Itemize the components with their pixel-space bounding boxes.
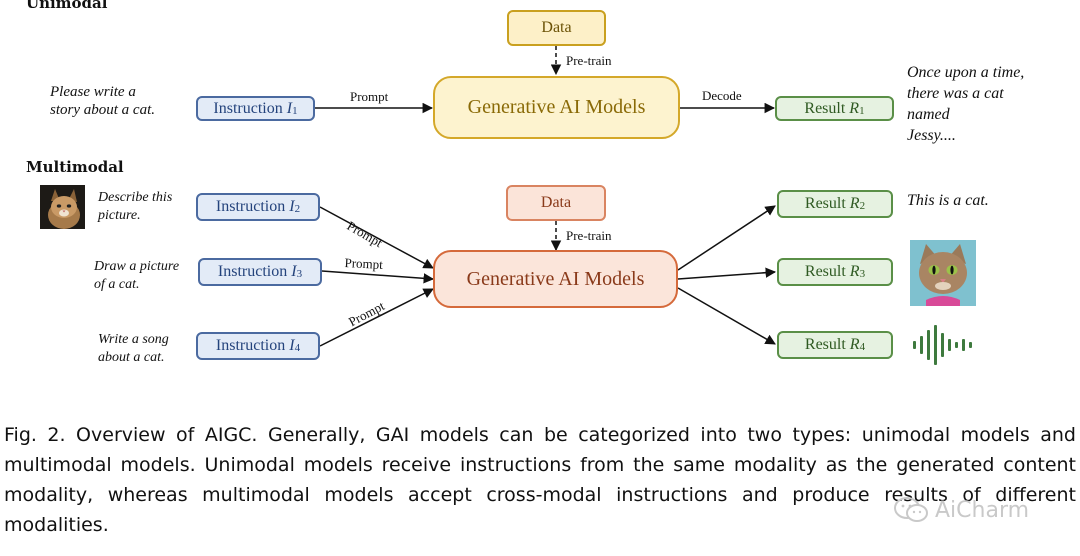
instruction-i4-var: I — [289, 337, 295, 354]
output-arrow-r4 — [677, 287, 776, 345]
result-r3-var: R — [849, 263, 860, 280]
prompt-arrow-i2 — [319, 206, 434, 269]
result-r1-sub: 1 — [859, 104, 865, 117]
unimodal-output-text: Once upon a time, there was a cat named … — [907, 62, 1024, 146]
multimodal-data-label: Data — [540, 194, 572, 211]
input-note-i2-line-2: picture. — [98, 208, 141, 223]
unimodal-user-line-1: Please write a — [50, 84, 136, 100]
instruction-i2-text: Instruction — [215, 198, 290, 215]
output-arrow-r2 — [677, 205, 776, 271]
unimodal-user-line-2: story about a cat. — [50, 102, 155, 118]
watermark-text: AiCharm — [935, 497, 1030, 523]
instruction-i3-var: I — [291, 263, 297, 280]
instruction-i1-sub: 1 — [292, 104, 298, 117]
generated-cat-image — [910, 240, 976, 306]
figure-caption: Fig. 2. Overview of AIGC. Generally, GAI… — [4, 424, 1076, 536]
unimodal-model-label: Generative AI Models — [467, 96, 646, 118]
unimodal-pretrain-label: Pre-train — [566, 53, 612, 68]
instruction-i3-text: Instruction — [217, 263, 292, 280]
cat-photo-image — [40, 185, 85, 229]
output-line-1: Once upon a time, — [907, 64, 1025, 81]
input-note-i3-line-2: of a cat. — [94, 277, 140, 292]
result-r2-sub: 2 — [859, 200, 866, 212]
instruction-i1-text: Instruction — [213, 99, 287, 117]
audio-waveform-icon — [913, 325, 972, 365]
result-r2-text: Result — [804, 195, 850, 212]
multimodal-title: Multimodal — [26, 158, 124, 176]
output-line-2: there was a cat — [907, 85, 1004, 102]
input-note-i4: Write a song about a cat. — [98, 331, 169, 367]
unimodal-user-text: Please write a story about a cat. — [50, 83, 155, 119]
prompt-arrow-i4 — [319, 288, 434, 347]
result-r1-var: R — [849, 99, 860, 117]
instruction-i2-var: I — [289, 198, 295, 215]
result-r2-var: R — [849, 195, 860, 212]
unimodal-data-label: Data — [541, 19, 572, 36]
wechat-icon — [894, 497, 928, 522]
output-arrow-r3 — [677, 267, 777, 280]
instruction-i2-sub: 2 — [294, 203, 301, 215]
input-note-i3-line-1: Draw a picture — [94, 259, 180, 274]
multimodal-pretrain-label: Pre-train — [566, 228, 612, 243]
multimodal-model-box: Generative AI Models — [433, 250, 678, 308]
result-r2-output-text: This is a cat. — [907, 192, 989, 209]
instruction-i4-text: Instruction — [215, 337, 290, 354]
prompt-arrow-i3 — [321, 270, 435, 284]
unimodal-data-box: Data — [507, 10, 606, 46]
input-note-i2-line-1: Describe this — [98, 190, 173, 205]
input-note-i4-line-2: about a cat. — [98, 350, 165, 365]
input-note-i2: Describe this picture. — [98, 189, 172, 225]
instruction-i4-sub: 4 — [294, 342, 301, 354]
result-r3-text: Result — [804, 263, 850, 280]
result-r3-sub: 3 — [859, 268, 866, 280]
multimodal-data-box: Data — [506, 185, 606, 221]
input-note-i4-line-1: Write a song — [98, 332, 169, 347]
input-note-i3: Draw a picture of a cat. — [94, 258, 179, 294]
unimodal-model-box: Generative AI Models — [433, 76, 680, 139]
result-r1-text: Result — [804, 99, 850, 117]
output-line-3: named — [907, 106, 950, 123]
watermark: AiCharm — [893, 496, 1029, 524]
instruction-i1-var: I — [286, 99, 293, 117]
result-r4-var: R — [849, 336, 860, 353]
multimodal-model-label: Generative AI Models — [466, 267, 645, 290]
unimodal-title: Unimodal — [26, 0, 108, 12]
result-r4-text: Result — [804, 336, 850, 353]
result-r4-sub: 4 — [859, 341, 866, 353]
unimodal-prompt-label: Prompt — [350, 89, 389, 104]
output-line-4: Jessy.... — [907, 127, 956, 144]
prompt-label-i3: Prompt — [344, 255, 384, 272]
instruction-i3-sub: 3 — [296, 268, 303, 280]
unimodal-decode-label: Decode — [702, 88, 742, 103]
